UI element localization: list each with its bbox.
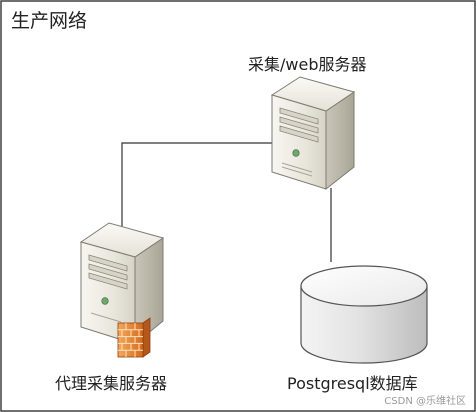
database-cylinder-icon bbox=[300, 265, 428, 364]
firewall-icon bbox=[117, 317, 151, 358]
database-node: Postgresql数据库 bbox=[287, 265, 428, 393]
database-label: Postgresql数据库 bbox=[287, 374, 418, 393]
web-server-node: 采集/web服务器 bbox=[248, 55, 366, 191]
web-server-label: 采集/web服务器 bbox=[248, 55, 366, 74]
proxy-server-node: 代理采集服务器 bbox=[55, 222, 167, 393]
proxy-server-label: 代理采集服务器 bbox=[55, 374, 167, 393]
server-tower-with-firewall-icon bbox=[79, 222, 165, 358]
server-tower-icon bbox=[270, 76, 356, 191]
connector-web-to-proxy bbox=[121, 142, 279, 238]
diagram-title: 生产网络 bbox=[11, 10, 87, 32]
watermark: CSDN @乐维社区 bbox=[384, 394, 466, 407]
